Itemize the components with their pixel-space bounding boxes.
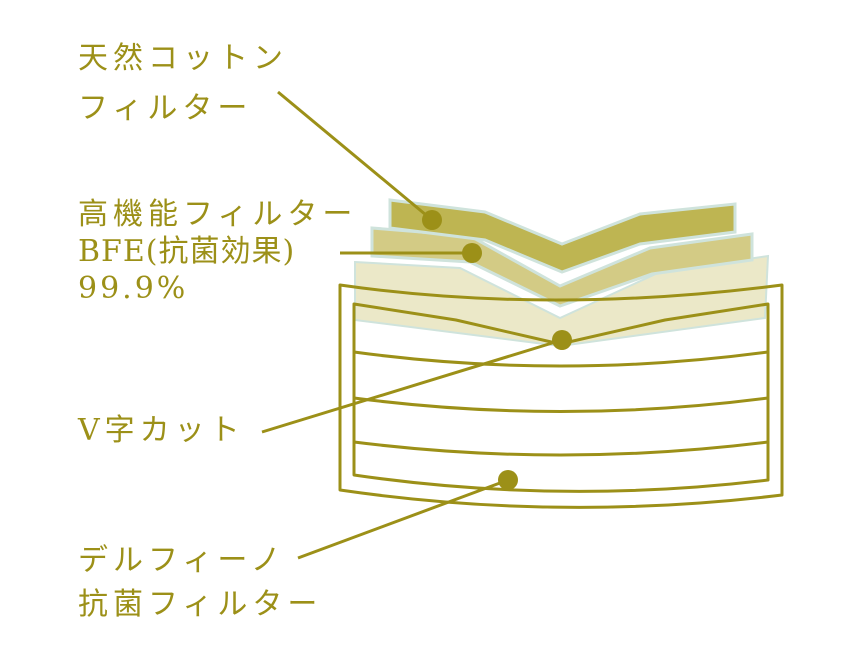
delfino-marker-dot [498,470,518,490]
mask-outer-outline [338,283,784,509]
cotton-filter-label-line-2: フィルター [78,91,252,126]
leader-line-delfino [297,478,509,560]
callout-labels: 天然コットン フィルター 高機能フィルター BFE(抗菌効果) 99.9% V字… [77,41,372,622]
vcut-marker-dot [552,330,572,350]
cotton-filter-label-line-1: 天然コットン [78,41,288,76]
v-cut-label: V字カット [77,413,245,448]
mask-pleat-2 [353,396,769,413]
delfino-filter-label-line-2: 抗菌フィルター [78,587,322,622]
delfino-filter-label-line-1: デルフィーノ [78,543,286,578]
back-filter-layer [354,254,770,348]
bfe-marker-dot [462,243,482,263]
leader-line-cotton [277,90,433,222]
delfino-filter-label: デルフィーノ 抗菌フィルター [78,543,322,622]
mask-body [338,283,784,509]
v-cut-label-line-1: V字カット [77,413,245,448]
high-performance-filter-label: 高機能フィルター BFE(抗菌効果) 99.9% [78,197,372,306]
mask-inner-outline [352,302,770,493]
high-performance-filter-label-line-3: 99.9% [78,271,188,306]
leader-line-vcut [261,338,563,434]
mask-pleat-3 [353,440,769,457]
high-performance-filter-label-line-1: 高機能フィルター [78,197,357,232]
cotton-filter-label: 天然コットン フィルター [78,41,303,126]
filter-layers [354,198,770,348]
mask-pleat-1 [353,350,769,368]
marker-dots [422,210,572,490]
cotton-marker-dot [422,210,442,230]
high-performance-filter-label-line-2: BFE(抗菌効果) [78,234,295,269]
leader-lines [261,90,563,560]
top-filter-layer [388,198,737,274]
